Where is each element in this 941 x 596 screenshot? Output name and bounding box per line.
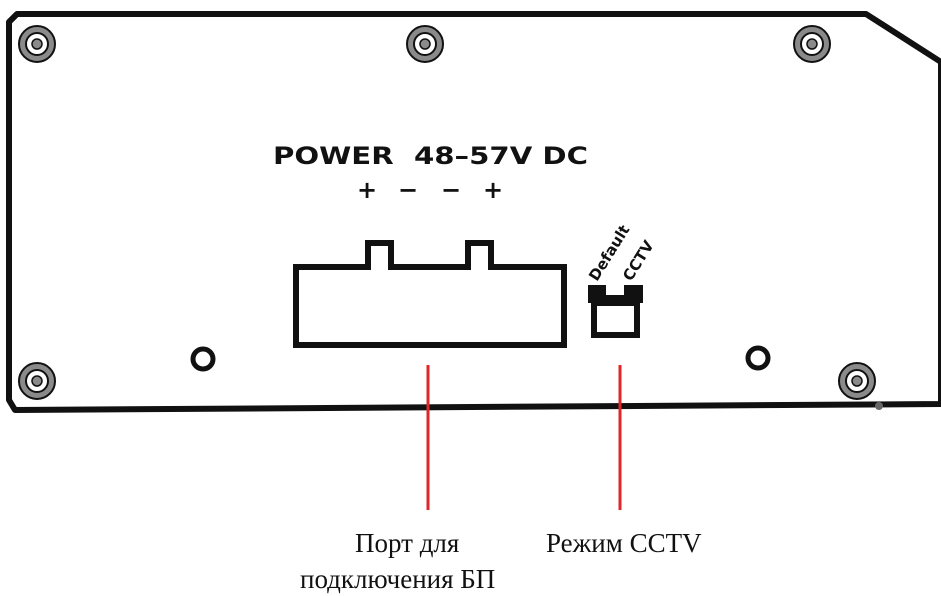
polarity-minus-1: −	[398, 176, 418, 204]
mounting-hole-left	[190, 346, 216, 372]
screw-top-right-icon	[793, 25, 831, 63]
polarity-plus-2: +	[483, 176, 503, 204]
screw-bottom-left-icon	[18, 362, 56, 400]
callout-power-port-line2: подключения БП	[300, 564, 496, 594]
polarity-plus-1: +	[357, 176, 377, 204]
power-connector[interactable]	[293, 240, 567, 348]
power-label: POWER 48–57V DC	[273, 142, 588, 170]
callout-power-port-line1: Порт для	[355, 528, 460, 558]
small-dot-icon	[875, 402, 883, 410]
screw-top-center-icon	[406, 25, 444, 63]
screw-bottom-right-icon	[838, 362, 876, 400]
polarity-minus-2: −	[441, 176, 461, 204]
callout-cctv-mode: Режим CCTV	[546, 528, 702, 558]
screw-top-left-icon	[18, 25, 56, 63]
panel-outline	[6, 11, 941, 413]
mounting-hole-right	[745, 345, 771, 371]
cctv-jumper-switch[interactable]	[588, 285, 643, 338]
